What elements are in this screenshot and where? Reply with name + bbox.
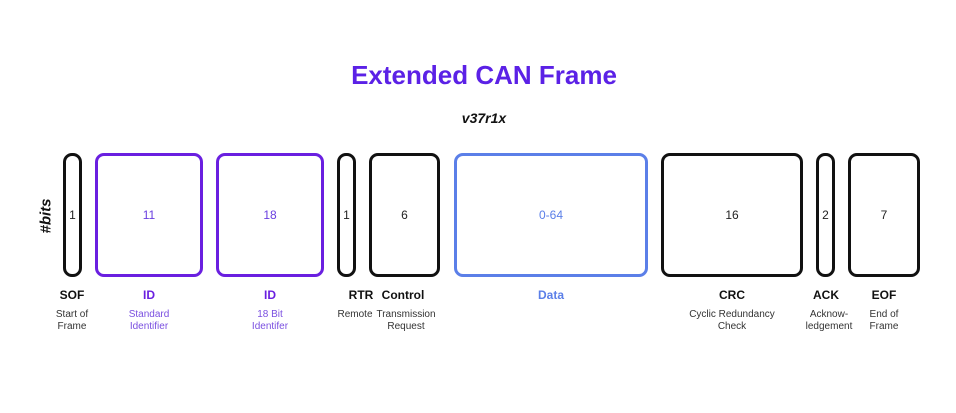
diagram-title: Extended CAN Frame — [351, 60, 617, 90]
eof-bit-box: 7 — [848, 153, 920, 277]
sof-desc-line2: Frame — [57, 321, 87, 332]
extended-id-bit-box: 18 — [216, 153, 324, 277]
ack-bit-box: 2 — [816, 153, 835, 277]
diagram-version: v37r1x — [461, 110, 507, 126]
eof-desc-line1: End of — [869, 309, 899, 320]
crc-desc-line2: Check — [717, 321, 747, 332]
ack-desc-line2: ledgement — [805, 321, 853, 332]
control-bit-box: 6 — [369, 153, 440, 277]
standard-id-desc-line2: Identifier — [129, 321, 169, 332]
crc-field-name: CRC — [719, 288, 745, 302]
ack-field-name: ACK — [813, 288, 839, 302]
sof-bit-box: 1 — [63, 153, 82, 277]
standard-id-bit-box: 11 — [95, 153, 203, 277]
ack-field-description: Acknow- ledgement — [806, 309, 853, 333]
control-desc-line1: Transmission — [376, 309, 436, 320]
extended-id-desc-line2: Identifer — [251, 321, 289, 332]
standard-id-desc-line1: Standard — [128, 309, 170, 320]
ack-desc-line1: Acknow- — [809, 309, 849, 320]
data-bit-box: 0-64 — [454, 153, 648, 277]
control-field-name: Control — [381, 288, 425, 302]
extended-id-field-description: 18 Bit Identifer — [252, 309, 288, 333]
control-field-description: Transmission Request — [376, 309, 435, 333]
rtr-bit-box: 1 — [337, 153, 356, 277]
rtr-field-description: Remote — [337, 309, 372, 321]
data-field-name: Data — [537, 288, 565, 302]
rtr-field-name: RTR — [348, 288, 374, 302]
crc-desc-line1: Cyclic Redundancy — [689, 309, 775, 320]
bits-axis-label: #bits — [37, 198, 55, 234]
rtr-desc-line1: Remote — [337, 309, 373, 320]
extended-id-desc-line1: 18 Bit — [257, 309, 283, 320]
crc-bit-box: 16 — [661, 153, 803, 277]
control-desc-line2: Request — [387, 321, 425, 332]
eof-desc-line2: Frame — [869, 321, 899, 332]
eof-field-description: End of Frame — [870, 309, 899, 333]
sof-field-name: SOF — [59, 288, 85, 302]
extended-id-field-name: ID — [264, 288, 276, 302]
sof-field-description: Start of Frame — [56, 309, 88, 333]
standard-id-field-description: Standard Identifier — [129, 309, 170, 333]
crc-field-description: Cyclic Redundancy Check — [689, 309, 775, 333]
eof-field-name: EOF — [871, 288, 897, 302]
standard-id-field-name: ID — [143, 288, 155, 302]
sof-desc-line1: Start of — [55, 309, 89, 320]
